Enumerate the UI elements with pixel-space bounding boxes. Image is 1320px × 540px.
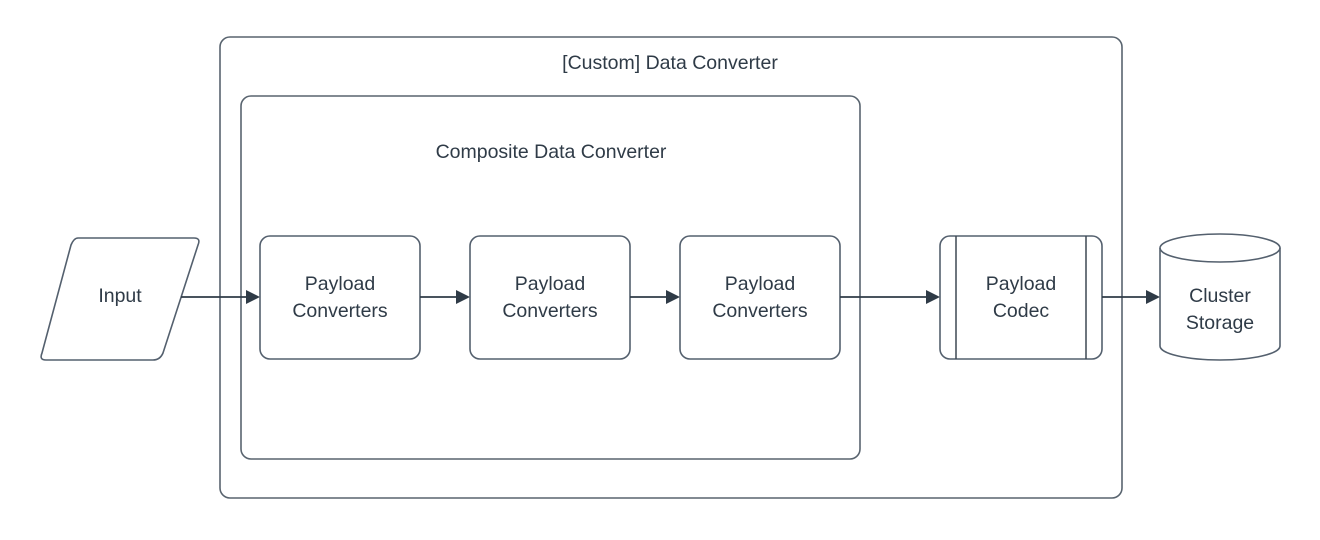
- inner-container-title: Composite Data Converter: [436, 141, 667, 163]
- edge-payload-codec-to-cluster-storage-arrowhead: [1146, 290, 1160, 304]
- payload-codec-label-line-1: Payload: [986, 273, 1056, 295]
- edge-payload-codec-to-cluster-storage: [1102, 290, 1160, 304]
- payload-converters-3-label-line-2: Converters: [712, 300, 808, 322]
- node-payload-converters-2[interactable]: Payload Converters: [469, 235, 631, 360]
- payload-converters-3-background: [680, 236, 840, 359]
- input-label: Input: [98, 285, 142, 307]
- payload-converters-1-label-line-1: Payload: [305, 273, 375, 295]
- node-payload-converters-3[interactable]: Payload Converters: [679, 235, 841, 360]
- payload-converters-2-background: [470, 236, 630, 359]
- input-shape-border: [40, 237, 200, 361]
- payload-converters-1-label-line-2: Converters: [292, 300, 388, 322]
- edge-converter-1-to-converter-2-arrowhead: [456, 290, 470, 304]
- cluster-storage-body-border: [1159, 248, 1281, 361]
- node-cluster-storage[interactable]: Cluster Storage: [1159, 233, 1281, 361]
- inner-container-border: [240, 95, 861, 460]
- input-shape-fill: [41, 238, 199, 360]
- node-payload-codec[interactable]: Payload Codec: [939, 235, 1103, 360]
- cluster-storage-label-line-2: Storage: [1186, 312, 1254, 334]
- payload-converters-3-label-line-1: Payload: [725, 273, 795, 295]
- edge-input-to-converter-1: [181, 290, 260, 304]
- edge-converter-2-to-converter-3-arrowhead: [666, 290, 680, 304]
- cluster-storage-label-line-1: Cluster: [1189, 285, 1251, 307]
- outer-container-title: [Custom] Data Converter: [562, 52, 778, 74]
- payload-codec-label-line-2: Codec: [993, 300, 1050, 322]
- cluster-storage-top-fill: [1160, 234, 1280, 262]
- payload-codec-background: [940, 236, 1102, 359]
- outer-container-border: [219, 36, 1123, 499]
- edge-converter-1-to-converter-2: [420, 290, 470, 304]
- cluster-storage-body-fill: [1160, 248, 1280, 360]
- edge-converter-3-to-payload-codec: [840, 290, 940, 304]
- payload-converters-1-background: [260, 236, 420, 359]
- edge-converter-2-to-converter-3: [630, 290, 680, 304]
- payload-converters-2-label-line-2: Converters: [502, 300, 598, 322]
- edge-input-to-converter-1-arrowhead: [246, 290, 260, 304]
- node-input[interactable]: Input: [40, 237, 200, 361]
- edge-converter-3-to-payload-codec-arrowhead: [926, 290, 940, 304]
- payload-converters-2-label-line-1: Payload: [515, 273, 585, 295]
- cluster-storage-top-ellipse: [1159, 233, 1281, 263]
- node-payload-converters-1[interactable]: Payload Converters: [259, 235, 421, 360]
